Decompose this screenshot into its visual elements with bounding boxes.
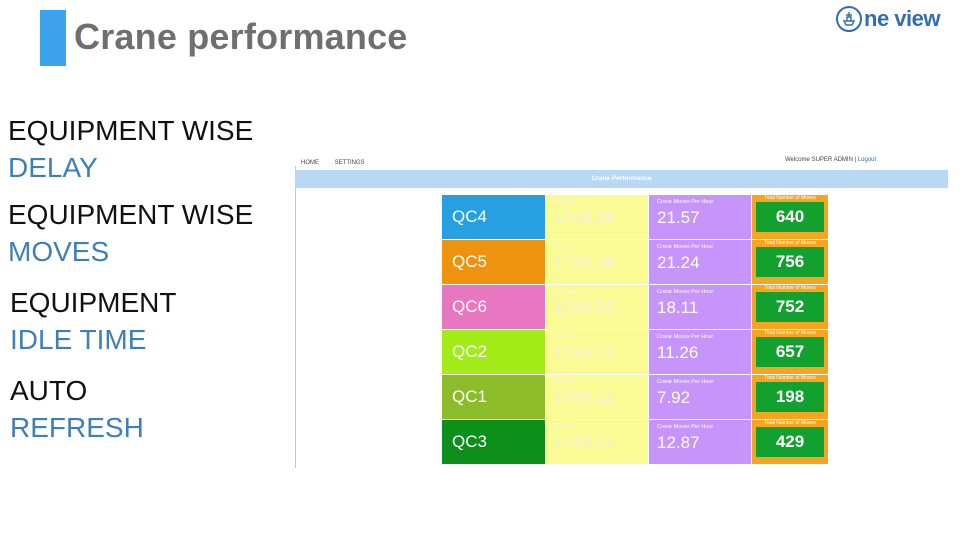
crane-row: QC2 Idle Time 1745.11 Crane Moves Per Hou… bbox=[442, 330, 828, 374]
idle-time-tile: Idle Time 1745.36 bbox=[546, 195, 648, 239]
idle-time-value: 1745.11 bbox=[554, 343, 615, 362]
crane-row: QC4 Idle Time 1745.36 Crane Moves Per Hou… bbox=[442, 195, 828, 239]
crane-name-tile[interactable]: QC4 bbox=[442, 195, 545, 239]
feature-item: EQUIPMENT WISE DELAY bbox=[8, 112, 253, 186]
moves-per-hour-label: Crane Moves Per Hour bbox=[657, 289, 714, 295]
page-title-bar: Crane Performance bbox=[295, 170, 948, 188]
user-welcome: Welcome SUPER ADMIN | Logout bbox=[785, 157, 876, 163]
nav-settings-link[interactable]: SETTINGS bbox=[334, 160, 365, 166]
idle-time-value: 1745.36 bbox=[554, 298, 616, 317]
crane-name-tile[interactable]: QC5 bbox=[442, 240, 545, 284]
idle-time-label: Idle Time bbox=[554, 334, 577, 340]
idle-time-value: 1743.11 bbox=[554, 433, 615, 452]
crane-name-tile[interactable]: QC2 bbox=[442, 330, 545, 374]
moves-per-hour-label: Crane Moves Per Hour bbox=[657, 334, 714, 340]
moves-per-hour-tile: Crane Moves Per Hour 12.87 bbox=[649, 420, 751, 464]
app-screenshot: HOME SETTINGS Welcome SUPER ADMIN | Logo… bbox=[295, 150, 953, 468]
feature-main: AUTO bbox=[10, 375, 88, 406]
feature-main: EQUIPMENT WISE bbox=[8, 199, 254, 230]
feature-sub: REFRESH bbox=[10, 412, 144, 443]
crane-row: QC3 Idle Time 1743.11 Crane Moves Per Hou… bbox=[442, 420, 828, 464]
total-moves-value: 756 bbox=[756, 247, 824, 277]
idle-time-label: Idle Time bbox=[554, 379, 577, 385]
total-moves-value: 640 bbox=[756, 202, 824, 232]
logo-text: ne view bbox=[864, 6, 940, 31]
top-nav: HOME SETTINGS bbox=[301, 160, 379, 166]
moves-per-hour-value: 12.87 bbox=[657, 433, 700, 452]
idle-time-value: 1745.11 bbox=[554, 388, 615, 407]
idle-time-value: 1745.36 bbox=[554, 208, 616, 227]
moves-per-hour-tile: Crane Moves Per Hour 18.11 bbox=[649, 285, 751, 329]
total-moves-label: Total Number of Moves bbox=[764, 240, 816, 246]
idle-time-label: Idle Time bbox=[554, 424, 577, 430]
idle-time-tile: Idle Time 1745.36 bbox=[546, 285, 648, 329]
moves-per-hour-value: 7.92 bbox=[657, 388, 691, 407]
crane-row: QC1 Idle Time 1745.11 Crane Moves Per Hou… bbox=[442, 375, 828, 419]
title-accent-bar bbox=[40, 10, 66, 66]
total-moves-label: Total Number of Moves bbox=[764, 420, 816, 426]
moves-per-hour-label: Crane Moves Per Hour bbox=[657, 424, 714, 430]
moves-per-hour-label: Crane Moves Per Hour bbox=[657, 379, 714, 385]
moves-per-hour-tile: Crane Moves Per Hour 21.24 bbox=[649, 240, 751, 284]
idle-time-tile: Idle Time 1745.11 bbox=[546, 330, 648, 374]
total-moves-value: 657 bbox=[756, 337, 824, 367]
oneview-logo: ne view bbox=[836, 2, 940, 36]
idle-time-value: 1745.36 bbox=[554, 253, 616, 272]
feature-item: EQUIPMENT IDLE TIME bbox=[10, 284, 176, 358]
feature-sub: MOVES bbox=[8, 236, 110, 267]
moves-per-hour-value: 21.57 bbox=[657, 208, 700, 227]
idle-time-tile: Idle Time 1745.36 bbox=[546, 240, 648, 284]
divider bbox=[295, 166, 296, 468]
idle-time-tile: Idle Time 1745.11 bbox=[546, 375, 648, 419]
logout-link[interactable]: Logout bbox=[857, 157, 877, 163]
feature-main: EQUIPMENT bbox=[10, 287, 177, 318]
total-moves-label: Total Number of Moves bbox=[764, 285, 816, 291]
crane-row: QC5 Idle Time 1745.36 Crane Moves Per Hou… bbox=[442, 240, 828, 284]
total-moves-label: Total Number of Moves bbox=[764, 195, 816, 201]
total-moves-value: 429 bbox=[756, 427, 824, 457]
idle-time-label: Idle Time bbox=[554, 244, 577, 250]
feature-item: AUTO REFRESH bbox=[10, 372, 144, 446]
idle-time-label: Idle Time bbox=[554, 199, 577, 205]
feature-main: EQUIPMENT WISE bbox=[8, 115, 254, 146]
total-moves-value: 198 bbox=[756, 382, 824, 412]
crane-name-tile[interactable]: QC3 bbox=[442, 420, 545, 464]
moves-per-hour-value: 11.26 bbox=[657, 343, 699, 362]
feature-item: EQUIPMENT WISE MOVES bbox=[8, 196, 253, 270]
moves-per-hour-value: 21.24 bbox=[657, 253, 700, 272]
crane-name-tile[interactable]: QC1 bbox=[442, 375, 545, 419]
moves-per-hour-tile: Crane Moves Per Hour 21.57 bbox=[649, 195, 751, 239]
crane-row: QC6 Idle Time 1745.36 Crane Moves Per Hou… bbox=[442, 285, 828, 329]
nav-home-link[interactable]: HOME bbox=[301, 160, 319, 166]
slide-title: Crane performance bbox=[74, 16, 408, 57]
moves-per-hour-label: Crane Moves Per Hour bbox=[657, 199, 714, 205]
moves-per-hour-tile: Crane Moves Per Hour 11.26 bbox=[649, 330, 751, 374]
ship-icon bbox=[836, 6, 862, 32]
total-moves-value: 752 bbox=[756, 292, 824, 322]
moves-per-hour-value: 18.11 bbox=[657, 298, 699, 317]
welcome-text: Welcome SUPER ADMIN | bbox=[785, 157, 857, 163]
feature-sub: DELAY bbox=[8, 152, 98, 183]
moves-per-hour-label: Crane Moves Per Hour bbox=[657, 244, 714, 250]
feature-sub: IDLE TIME bbox=[10, 324, 147, 355]
idle-time-tile: Idle Time 1743.11 bbox=[546, 420, 648, 464]
total-moves-label: Total Number of Moves bbox=[764, 375, 816, 381]
crane-name-tile[interactable]: QC6 bbox=[442, 285, 545, 329]
total-moves-label: Total Number of Moves bbox=[764, 330, 816, 336]
idle-time-label: Idle Time bbox=[554, 289, 577, 295]
moves-per-hour-tile: Crane Moves Per Hour 7.92 bbox=[649, 375, 751, 419]
